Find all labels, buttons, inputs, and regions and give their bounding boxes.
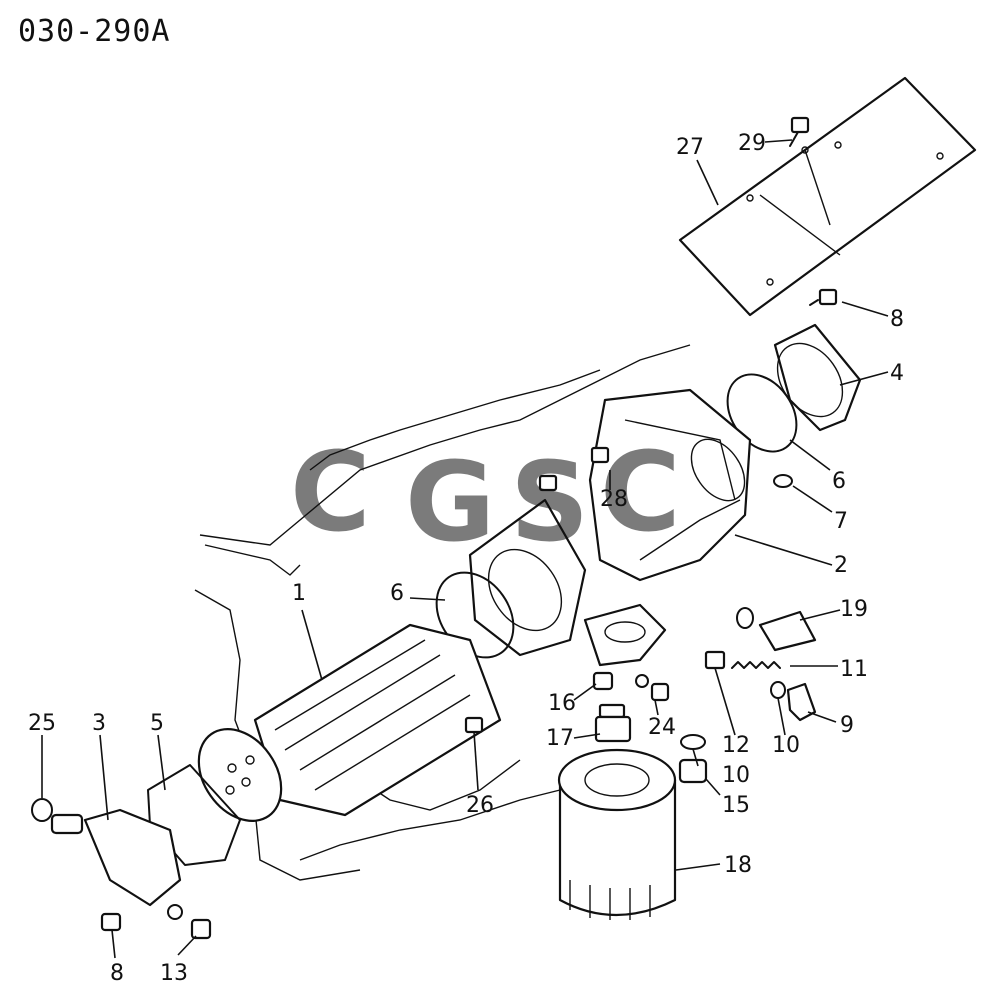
callout-15: 15 <box>722 793 750 818</box>
part-18-oil-filter <box>557 748 677 920</box>
part-24-washer <box>635 674 649 688</box>
callout-6-lower: 6 <box>390 581 404 606</box>
part-4-flange <box>773 323 862 432</box>
callout-26: 26 <box>466 793 494 818</box>
part-10-washer-a <box>770 681 786 699</box>
callout-28: 28 <box>600 487 628 512</box>
part-27-cover-plate <box>678 76 977 317</box>
callout-10-right: 10 <box>772 733 800 758</box>
callout-17: 17 <box>546 726 574 751</box>
callout-2: 2 <box>834 553 848 578</box>
callout-4: 4 <box>890 361 904 386</box>
callout-13: 13 <box>160 961 188 986</box>
callout-10-lower: 10 <box>722 763 750 788</box>
part-17-nipple <box>594 703 632 743</box>
watermark-letter-1: C <box>290 428 371 556</box>
watermark: C G S C <box>290 428 681 566</box>
part-10-washer-b <box>680 734 706 750</box>
part-24-bolt <box>650 682 670 702</box>
callout-8-lower: 8 <box>110 961 124 986</box>
callout-25: 25 <box>28 711 56 736</box>
part-29-bolt <box>789 116 810 147</box>
callout-8-upper: 8 <box>890 307 904 332</box>
callout-29: 29 <box>738 131 766 156</box>
part-19-sensor <box>736 607 817 652</box>
part-28-bolts <box>538 446 610 492</box>
diagram-code: 030-290A <box>18 14 171 49</box>
part-13-washer-bolt <box>167 904 212 940</box>
part-2-cooler-body <box>588 388 752 582</box>
callout-19: 19 <box>840 597 868 622</box>
part-26-bolt <box>464 716 484 734</box>
part-25-ring <box>31 798 53 822</box>
gasket-plate <box>468 498 587 657</box>
callout-27: 27 <box>676 135 704 160</box>
part-11-spring <box>731 661 781 669</box>
leader-lines <box>41 139 889 959</box>
filter-mount <box>583 603 667 667</box>
part-9-plug <box>786 682 817 722</box>
part-7-ring <box>773 474 793 488</box>
callout-24: 24 <box>648 715 676 740</box>
watermark-letter-3: S <box>510 438 589 566</box>
part-12-valve <box>704 650 726 670</box>
callout-5: 5 <box>150 711 164 736</box>
part-8-bolt-lower <box>100 912 122 932</box>
part-16-cap <box>592 671 614 691</box>
callout-11: 11 <box>840 657 868 682</box>
part-15-plug <box>678 758 708 784</box>
callout-3: 3 <box>92 711 106 736</box>
watermark-letter-2: G <box>405 438 495 566</box>
callout-18: 18 <box>724 853 752 878</box>
watermark-letter-4: C <box>600 428 681 556</box>
callout-9: 9 <box>840 713 854 738</box>
callout-6-upper: 6 <box>832 469 846 494</box>
callout-12: 12 <box>722 733 750 758</box>
callout-16: 16 <box>548 691 576 716</box>
callout-7: 7 <box>834 509 848 534</box>
callout-1: 1 <box>292 581 306 606</box>
part-3-end-cover <box>50 808 182 907</box>
part-1-cooler-element <box>197 623 502 822</box>
part-8-bolt-upper <box>809 288 838 306</box>
